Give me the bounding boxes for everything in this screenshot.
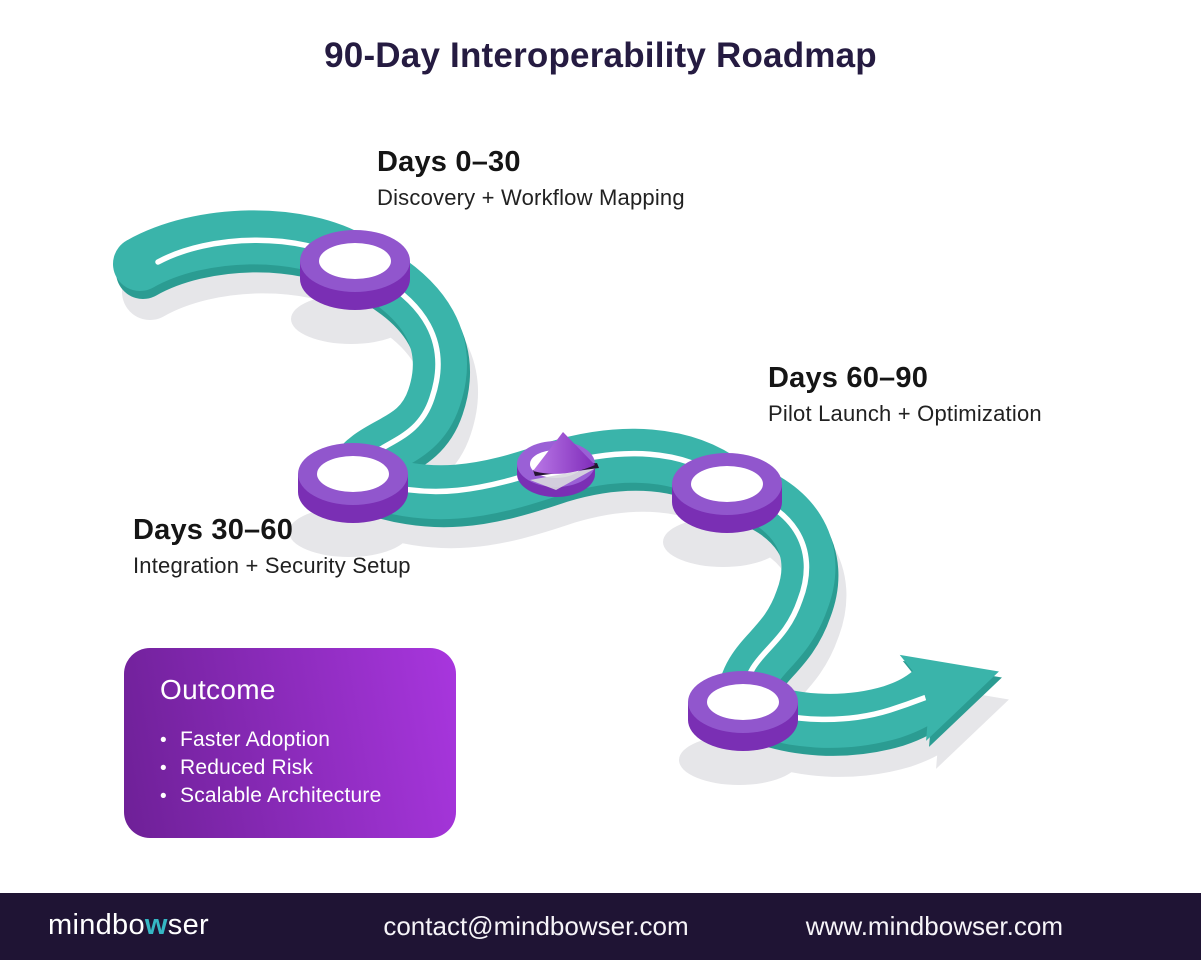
phase-label: Days 60–90 [768,362,929,394]
phase-label: Days 30–60 [133,514,294,546]
phase-description: Pilot Launch + Optimization [768,401,1042,426]
logo-text-prefix: mindbo [48,909,145,941]
road-arrow-icon [899,654,999,741]
phase-days-0-30: Days 0–30 Discovery + Workflow Mapping [377,146,685,211]
phase-days-60-90: Days 60–90 Pilot Launch + Optimization [768,362,1042,427]
outcome-item-text: Faster Adoption [180,728,331,751]
logo-w-accent: w [144,909,168,941]
footer-bar: mindbowser contact@mindbowser.com www.mi… [0,893,1201,960]
milestone-marker-3 [672,453,782,533]
outcome-item-text: Scalable Architecture [180,784,382,807]
logo-text-suffix: ser [167,909,209,941]
outcome-item-text: Reduced Risk [180,756,314,779]
phase-label: Days 0–30 [377,146,521,178]
outcome-list: • Faster Adoption • Reduced Risk • Scala… [160,726,436,810]
bullet-icon: • [160,758,167,779]
outcome-item: • Reduced Risk [160,754,436,782]
mindbowser-logo: mindbowser [48,893,209,960]
milestone-marker-1 [300,230,410,310]
page-title: 90-Day Interoperability Roadmap [324,36,877,75]
bullet-icon: • [160,730,167,751]
phase-description: Integration + Security Setup [133,553,411,578]
location-pin-icon [517,432,599,497]
outcome-item: • Faster Adoption [160,726,436,754]
outcome-card: Outcome • Faster Adoption • Reduced Risk… [124,648,456,838]
roadmap-graphic [113,210,1009,785]
phase-description: Discovery + Workflow Mapping [377,185,685,210]
outcome-title: Outcome [160,674,276,705]
milestone-marker-2 [298,443,408,523]
website-url: www.mindbowser.com [805,911,1063,941]
bullet-icon: • [160,786,167,807]
phase-days-30-60: Days 30–60 Integration + Security Setup [133,514,411,579]
contact-email: contact@mindbowser.com [383,911,689,941]
milestone-marker-4 [688,671,798,751]
outcome-item: • Scalable Architecture [160,782,436,810]
